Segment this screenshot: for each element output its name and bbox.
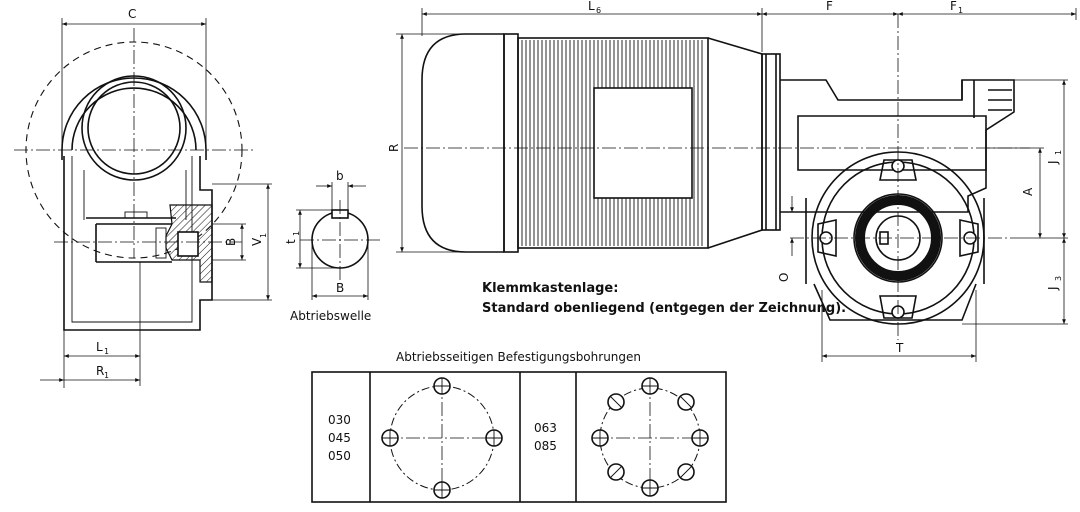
- motor-view: [396, 8, 1077, 362]
- size-063: 063: [534, 421, 557, 435]
- dim-J1-label: J: [1046, 160, 1060, 165]
- dim-A-label: A: [1021, 187, 1035, 196]
- dim-O-label: O: [777, 273, 791, 282]
- dim-V1-sub: 1: [259, 233, 268, 238]
- output-shaft-detail: [296, 182, 380, 300]
- output-shaft-label: Abtriebswelle: [290, 309, 371, 323]
- mounting-holes-table: [311, 371, 727, 503]
- mounting-holes-title: Abtriebsseitigen Befestigungsbohrungen: [396, 350, 641, 364]
- dim-t1-sub: 1: [292, 231, 301, 236]
- dim-V1-label: V: [250, 237, 264, 246]
- motor-body: [517, 37, 709, 249]
- dim-C-label: C: [128, 7, 136, 21]
- terminal-box: [593, 87, 693, 199]
- hole-pattern-8: [591, 377, 709, 497]
- dim-J3-label: J: [1046, 286, 1060, 291]
- cooling-fins: [521, 40, 703, 246]
- housing-body: [63, 156, 213, 331]
- size-050: 050: [328, 449, 351, 463]
- dim-J1-sub: 1: [1054, 150, 1063, 155]
- terminal-box-note-line2: Standard obenliegend (entgegen der Zeich…: [482, 301, 846, 316]
- terminal-box-note-line1: Klemmkastenlage:: [482, 281, 618, 296]
- dim-J3-sub: 3: [1054, 276, 1063, 281]
- gearbox-housing: [780, 79, 1015, 213]
- dim-L1-label: L: [96, 340, 103, 354]
- dim-F-label: F: [826, 0, 833, 13]
- dim-R1-label: R: [96, 364, 104, 378]
- dim-F1-label: F: [950, 0, 957, 13]
- dim-T-label: T: [895, 341, 904, 355]
- size-085: 085: [534, 439, 557, 453]
- size-045: 045: [328, 431, 351, 445]
- dim-b-label: b: [336, 169, 344, 183]
- dim-B-shaft-label: B: [336, 281, 344, 295]
- dim-L6-sub: 6: [596, 6, 601, 15]
- side-view: [14, 18, 272, 388]
- hole-pattern-4: [381, 377, 503, 499]
- dim-F1-sub: 1: [958, 6, 963, 15]
- size-030: 030: [328, 413, 351, 427]
- housing-top: [61, 77, 207, 160]
- fan-cover: [421, 33, 504, 253]
- dim-L6-label: L: [588, 0, 595, 13]
- dim-B-label: B: [224, 238, 238, 246]
- dim-t1-label: t: [284, 239, 298, 244]
- dim-R-label: R: [387, 144, 401, 152]
- dim-L1-sub: 1: [104, 347, 109, 356]
- dim-R1-sub: 1: [104, 371, 109, 380]
